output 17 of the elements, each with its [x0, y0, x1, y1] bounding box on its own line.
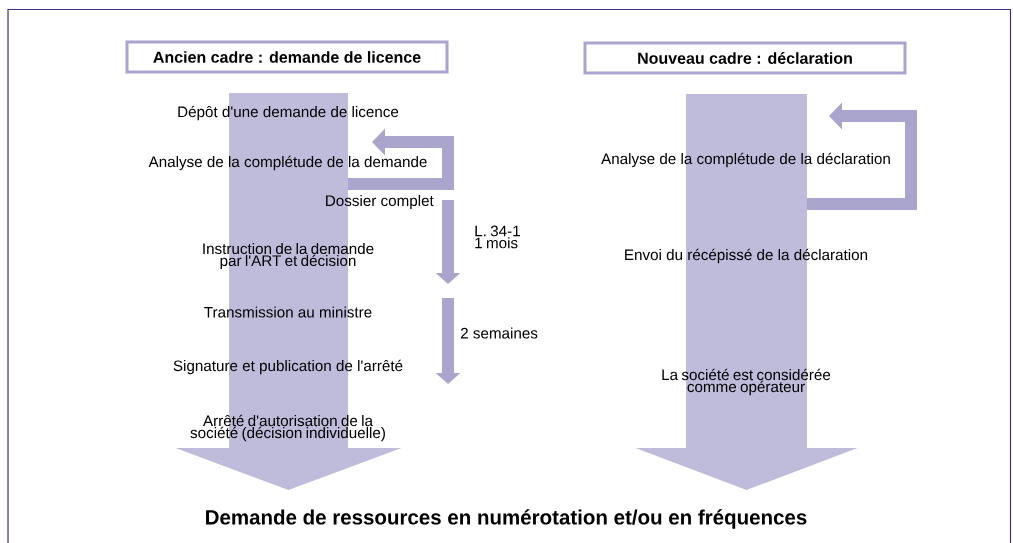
heading-box: Ancien cadre : demande de licence: [125, 40, 449, 74]
block-arrow: [175, 93, 402, 490]
step-text: Transmission au ministre: [204, 306, 372, 318]
step-text: Analyse de la complétude de la déclaration: [601, 152, 890, 168]
step-text: Analyse de la complétude de la demande: [148, 155, 427, 171]
step-text: Dépôt d'une demande de licence: [178, 105, 399, 121]
step-text: Arrêté d'autorisation de la société (décision individuelle): [190, 414, 385, 442]
step-text: Envoi du récépissé de la déclaration: [625, 248, 868, 264]
block-arrow: [635, 94, 858, 490]
result-text: Demande de ressources en numérotation et/ou en fréquences: [206, 509, 807, 529]
heading-box: Nouveau cadre : déclaration: [583, 41, 907, 75]
step-text: Instruction de la demande par l'ART et décision: [203, 242, 374, 270]
step-text: La société est considérée comme opérateur: [662, 368, 831, 396]
duration-label: L. 34-1 1 mois: [475, 225, 520, 249]
step-text: Dossier complet: [326, 194, 434, 210]
step-text: Signature et publication de l'arrêté: [173, 359, 403, 375]
duration-label: 2 semaines: [460, 327, 538, 339]
